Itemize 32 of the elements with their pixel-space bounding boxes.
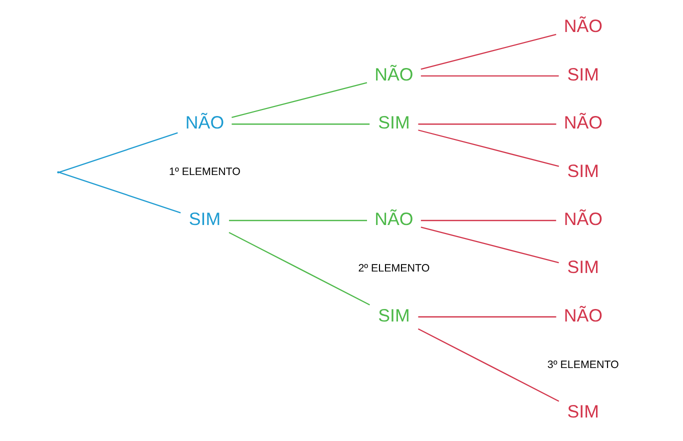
node-text: SIM	[566, 64, 598, 84]
node-text: NÃO	[563, 16, 602, 36]
connector	[58, 172, 180, 214]
node-text: NÃO	[563, 112, 602, 133]
connector	[417, 328, 559, 402]
node-text: NÃO	[374, 208, 413, 229]
node-text: SIM	[378, 112, 410, 133]
node-text: SIM	[566, 160, 598, 181]
connector	[420, 220, 556, 222]
connector	[420, 75, 558, 76]
connector	[420, 226, 558, 264]
label: 1º ELEMENTO	[168, 166, 240, 178]
connector	[228, 220, 366, 222]
connector	[418, 124, 556, 125]
connector	[58, 132, 178, 173]
label: 3º ELEMENTO	[546, 358, 618, 371]
connector	[418, 316, 556, 318]
node-text: NÃO	[563, 305, 602, 326]
node-point	[56, 171, 59, 174]
node-text: NÃO	[563, 208, 602, 229]
node-text: SIM	[188, 208, 220, 229]
node-text: NÃO	[374, 64, 413, 84]
node-text: NÃO	[184, 112, 224, 133]
connector	[228, 232, 370, 306]
connector	[231, 124, 370, 125]
connector	[231, 82, 367, 118]
node-text: SIM	[566, 257, 598, 278]
label: 2º ELEMENTO	[358, 262, 430, 274]
connector	[420, 34, 556, 70]
node-text: SIM	[566, 402, 598, 422]
connector	[418, 130, 559, 167]
node-text: SIM	[378, 305, 410, 326]
